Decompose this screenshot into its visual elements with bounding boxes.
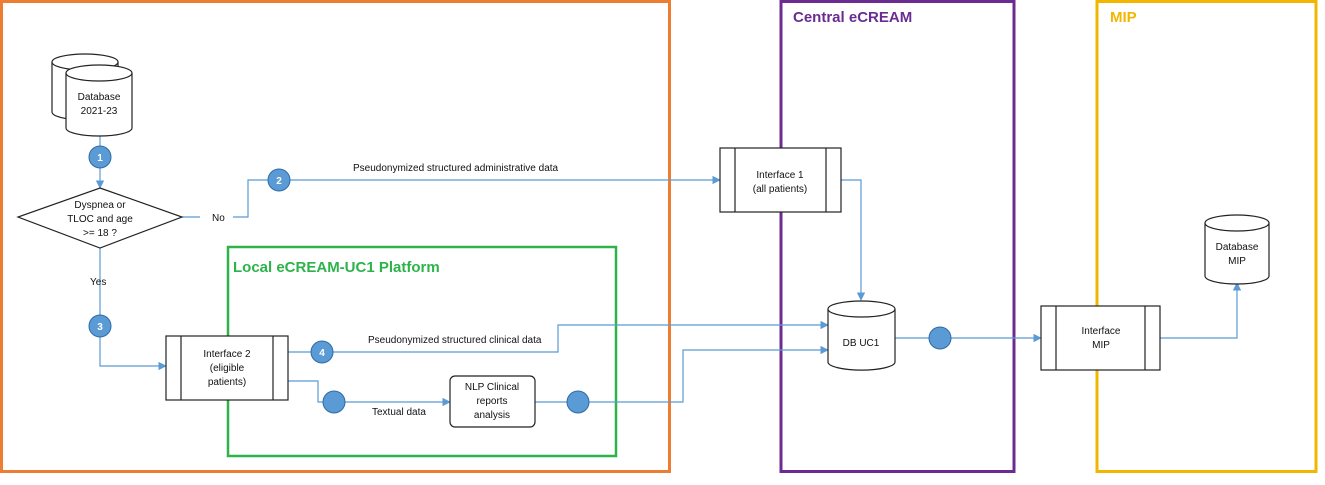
connector-interface2-to-dbuc1 <box>288 320 829 353</box>
interface-mip-line2: MIP <box>1092 340 1110 351</box>
connector-interface2-to-nlp <box>288 380 451 407</box>
db-uc1-icon: DB UC1 <box>827 300 896 371</box>
no-label: No <box>212 213 225 224</box>
step-badge-1-number: 1 <box>97 153 103 164</box>
connector-interface1-to-dbuc1 <box>841 179 866 301</box>
decision-diamond: Dyspnea or TLOC and age >= 18 ? <box>16 187 184 249</box>
interface1-line2: (all patients) <box>753 184 807 195</box>
decision-line2: TLOC and age <box>67 214 133 225</box>
step-badge-2: 2 <box>267 168 291 192</box>
local-site-frame <box>0 0 671 473</box>
database-mip-line1: Database <box>1216 242 1259 253</box>
database-mip-icon: Database MIP <box>1204 214 1270 285</box>
step-badge-3-number: 3 <box>97 322 103 333</box>
database-2021-label-line2: 2021-23 <box>81 106 118 117</box>
interface2-line2: (eligible <box>210 363 245 374</box>
interface2-box: Interface 2 (eligible patients) <box>165 335 289 401</box>
interface-mip-line1: Interface <box>1082 326 1121 337</box>
connector-yes-to-interface2 <box>99 248 167 371</box>
step-badge-3: 3 <box>88 314 112 338</box>
decision-line3: >= 18 ? <box>83 228 117 239</box>
connector-nlp-to-dbuc1 <box>535 345 829 403</box>
nlp-box: NLP Clinical reports analysis <box>449 375 536 428</box>
mip-frame <box>1095 0 1318 473</box>
interface1-line1: Interface 1 <box>756 170 804 181</box>
database-2021-label-line1: Database <box>78 92 121 103</box>
step-badge-dbuc1-output <box>928 326 952 350</box>
step-badge-nlp-output <box>566 390 590 414</box>
local-platform-title: Local eCREAM-UC1 Platform <box>233 259 440 276</box>
database-2021-23-icon: Database 2021-23 <box>51 53 133 137</box>
step-badge-4-number: 4 <box>319 348 325 359</box>
nlp-line1: NLP Clinical <box>465 382 519 393</box>
step-badge-4: 4 <box>310 340 334 364</box>
interface2-line3: patients) <box>208 377 246 388</box>
mip-title: MIP <box>1110 9 1137 26</box>
central-ecream-title: Central eCREAM <box>793 9 912 26</box>
central-ecream-frame <box>779 0 1016 473</box>
yes-label: Yes <box>90 277 106 288</box>
step-badge-2-number: 2 <box>276 176 282 187</box>
interface1-box: Interface 1 (all patients) <box>719 147 842 213</box>
connector-no-branch <box>233 175 721 218</box>
step-badge-textual <box>322 390 346 414</box>
step-badge-1: 1 <box>88 145 112 169</box>
interface-mip-box: Interface MIP <box>1040 305 1161 371</box>
db-uc1-label: DB UC1 <box>843 338 880 349</box>
clinical-data-label: Pseudonymized structured clinical data <box>368 335 542 346</box>
database-mip-line2: MIP <box>1228 256 1246 267</box>
textual-data-label: Textual data <box>372 407 426 418</box>
nlp-line3: analysis <box>474 410 510 421</box>
nlp-line2: reports <box>476 396 507 407</box>
admin-data-label: Pseudonymized structured administrative … <box>353 163 559 174</box>
connector-interfacemip-to-dbmip <box>1160 282 1242 339</box>
decision-line1: Dyspnea or <box>74 200 126 211</box>
interface2-line1: Interface 2 <box>203 349 251 360</box>
